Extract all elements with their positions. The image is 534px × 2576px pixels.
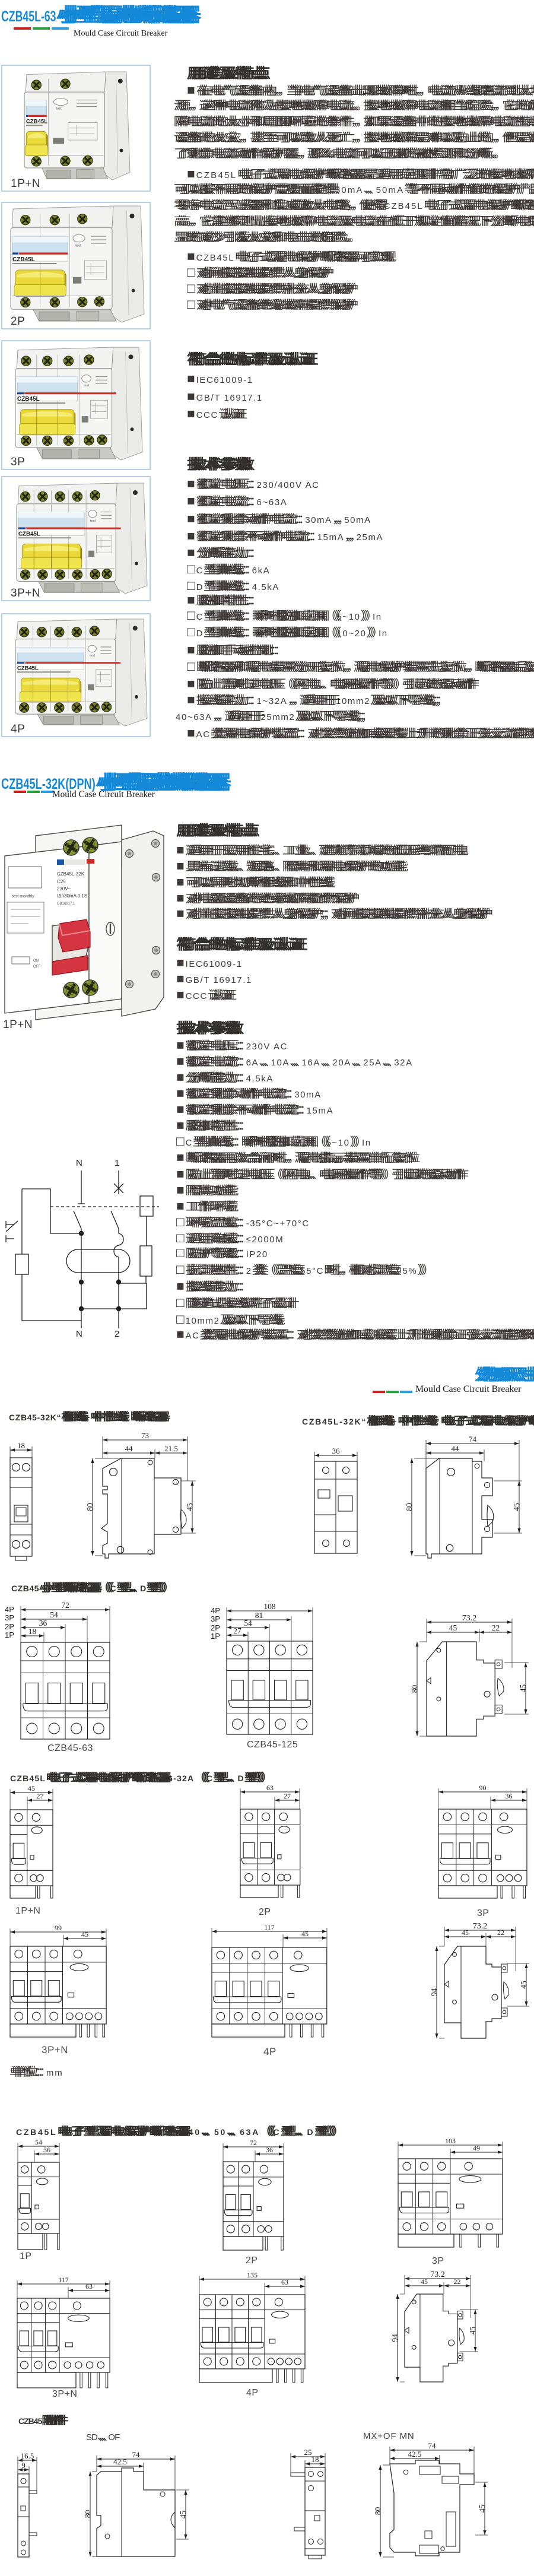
svg-text:2: 2 — [115, 1329, 119, 1339]
svg-text:63: 63 — [266, 1784, 274, 1792]
svg-text:63: 63 — [85, 2282, 93, 2291]
svg-text:21.5: 21.5 — [164, 1444, 178, 1453]
svg-text:ON: ON — [33, 959, 39, 963]
svg-text:36: 36 — [39, 1619, 47, 1628]
svg-text:22: 22 — [454, 2277, 461, 2286]
svg-text:117: 117 — [58, 2276, 69, 2284]
svg-text:54: 54 — [244, 1619, 252, 1628]
svg-text:81: 81 — [255, 1611, 263, 1620]
svg-text:42.5: 42.5 — [408, 2450, 422, 2458]
svg-text:25: 25 — [304, 2448, 312, 2457]
svg-text:72: 72 — [61, 1601, 69, 1610]
svg-text:45: 45 — [519, 1981, 528, 1989]
svg-text:36: 36 — [43, 2146, 50, 2154]
svg-text:99: 99 — [55, 1924, 62, 1932]
svg-text:73.2: 73.2 — [462, 1614, 477, 1623]
svg-text:16.5: 16.5 — [21, 2451, 34, 2460]
svg-text:CZB45L-32K: CZB45L-32K — [57, 871, 85, 877]
svg-text:36: 36 — [506, 1792, 513, 1800]
svg-text:CZB45L: CZB45L — [17, 396, 40, 402]
svg-text:CZB45L: CZB45L — [17, 665, 39, 672]
svg-text:IΔn30mA 0.1S: IΔn30mA 0.1S — [57, 893, 87, 899]
svg-text:74: 74 — [132, 2450, 141, 2459]
svg-text:94: 94 — [430, 1988, 438, 1997]
svg-text:45: 45 — [478, 2505, 487, 2513]
svg-text:N: N — [76, 1158, 82, 1168]
svg-text:18: 18 — [28, 1627, 37, 1636]
svg-text:CZB45L: CZB45L — [26, 118, 47, 125]
svg-text:18: 18 — [312, 2455, 319, 2464]
svg-text:94: 94 — [390, 2334, 399, 2342]
svg-text:1P: 1P — [211, 1632, 220, 1641]
svg-text:73.2: 73.2 — [473, 1922, 488, 1931]
svg-text:22: 22 — [497, 1928, 504, 1937]
svg-text:103: 103 — [445, 2137, 456, 2145]
svg-text:73.2: 73.2 — [430, 2270, 445, 2279]
svg-text:27: 27 — [233, 1626, 241, 1635]
svg-text:test monthly: test monthly — [12, 894, 34, 899]
svg-text:72: 72 — [250, 2139, 257, 2147]
svg-text:42.5: 42.5 — [113, 2457, 127, 2466]
svg-text:45: 45 — [185, 1503, 194, 1511]
svg-text:9: 9 — [21, 2461, 26, 2470]
svg-text:27: 27 — [284, 1792, 291, 1800]
svg-text:2P: 2P — [211, 1623, 220, 1632]
svg-text:44: 44 — [452, 1444, 460, 1453]
svg-text:N: N — [76, 1329, 82, 1339]
svg-text:test: test — [56, 107, 62, 110]
svg-text:44: 44 — [125, 1444, 134, 1453]
svg-text:27: 27 — [37, 1792, 44, 1800]
svg-text:4P: 4P — [5, 1605, 14, 1614]
svg-text:80: 80 — [405, 1503, 414, 1511]
svg-text:36: 36 — [332, 1446, 341, 1455]
svg-text:test: test — [84, 384, 90, 388]
svg-text:117: 117 — [264, 1923, 275, 1931]
svg-text:80: 80 — [410, 1685, 419, 1693]
svg-text:49: 49 — [473, 2144, 480, 2152]
svg-text:22: 22 — [492, 1623, 500, 1632]
svg-text:80: 80 — [83, 2510, 92, 2518]
svg-text:54: 54 — [50, 1610, 58, 1619]
svg-text:test: test — [90, 654, 95, 658]
svg-text:135: 135 — [247, 2271, 258, 2279]
svg-text:90: 90 — [479, 1784, 487, 1792]
svg-text:4P: 4P — [211, 1606, 220, 1615]
svg-text:74: 74 — [469, 1435, 477, 1444]
svg-text:3P: 3P — [211, 1614, 220, 1623]
svg-text:1: 1 — [115, 1158, 119, 1168]
svg-text:1P: 1P — [5, 1630, 14, 1639]
svg-text:GB16917.1: GB16917.1 — [57, 902, 75, 906]
svg-text:45: 45 — [519, 1684, 527, 1693]
svg-text:C25: C25 — [57, 879, 66, 884]
svg-text:74: 74 — [428, 2441, 437, 2450]
svg-text:45: 45 — [462, 1928, 469, 1937]
svg-text:test: test — [90, 519, 96, 523]
svg-text:54: 54 — [35, 2138, 42, 2146]
svg-text:45: 45 — [179, 2511, 187, 2519]
svg-text:63: 63 — [281, 2278, 288, 2286]
svg-text:45: 45 — [421, 2277, 428, 2286]
svg-text:45: 45 — [468, 2327, 477, 2335]
svg-text:36: 36 — [266, 2146, 273, 2154]
svg-text:CZB45L: CZB45L — [12, 256, 35, 263]
svg-text:45: 45 — [81, 1930, 88, 1939]
svg-text:108: 108 — [263, 1602, 276, 1611]
svg-text:3P: 3P — [5, 1613, 14, 1622]
svg-text:45: 45 — [449, 1623, 457, 1632]
svg-text:80: 80 — [373, 2507, 382, 2515]
svg-text:73: 73 — [141, 1431, 149, 1440]
svg-text:CZB45L: CZB45L — [18, 531, 40, 537]
svg-text:45: 45 — [301, 1930, 309, 1938]
svg-text:45: 45 — [28, 1784, 35, 1793]
svg-text:2P: 2P — [5, 1622, 14, 1631]
svg-text:18: 18 — [17, 1441, 25, 1450]
svg-text:45: 45 — [512, 1503, 521, 1511]
svg-text:test: test — [75, 244, 81, 248]
svg-text:80: 80 — [85, 1503, 94, 1511]
svg-text:230V~: 230V~ — [57, 886, 71, 892]
svg-text:OFF: OFF — [33, 965, 40, 969]
